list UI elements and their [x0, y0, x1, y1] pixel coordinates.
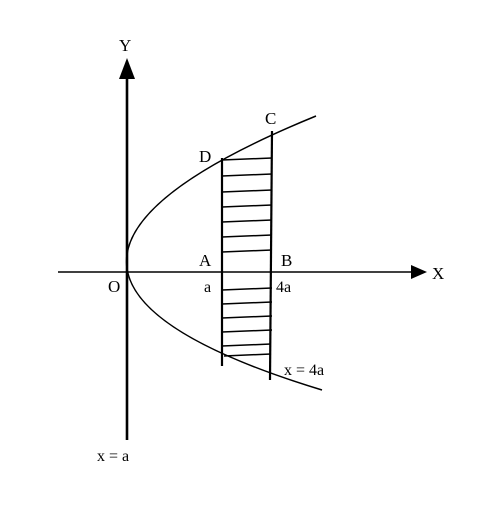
parabola-curve: [125, 115, 323, 391]
point-d-label: D: [199, 147, 211, 166]
line-x-eq-a-label: x = a: [97, 448, 129, 465]
shaded-region-hatching: [221, 157, 273, 357]
tick-a-label: a: [204, 279, 211, 296]
origin-label: O: [108, 277, 120, 296]
line-x-eq-4a-label: x = 4a: [284, 362, 324, 379]
x-axis-label: X: [432, 264, 444, 283]
point-a-label: A: [199, 251, 212, 270]
point-b-label: B: [281, 251, 292, 270]
x-axis-arrow-icon: [411, 265, 427, 279]
tick-4a-label: 4a: [276, 279, 291, 296]
y-axis-label: Y: [119, 36, 131, 55]
line-x-eq-4a: [268, 130, 274, 381]
point-c-label: C: [265, 109, 276, 128]
y-axis-arrow-icon: [119, 58, 135, 79]
